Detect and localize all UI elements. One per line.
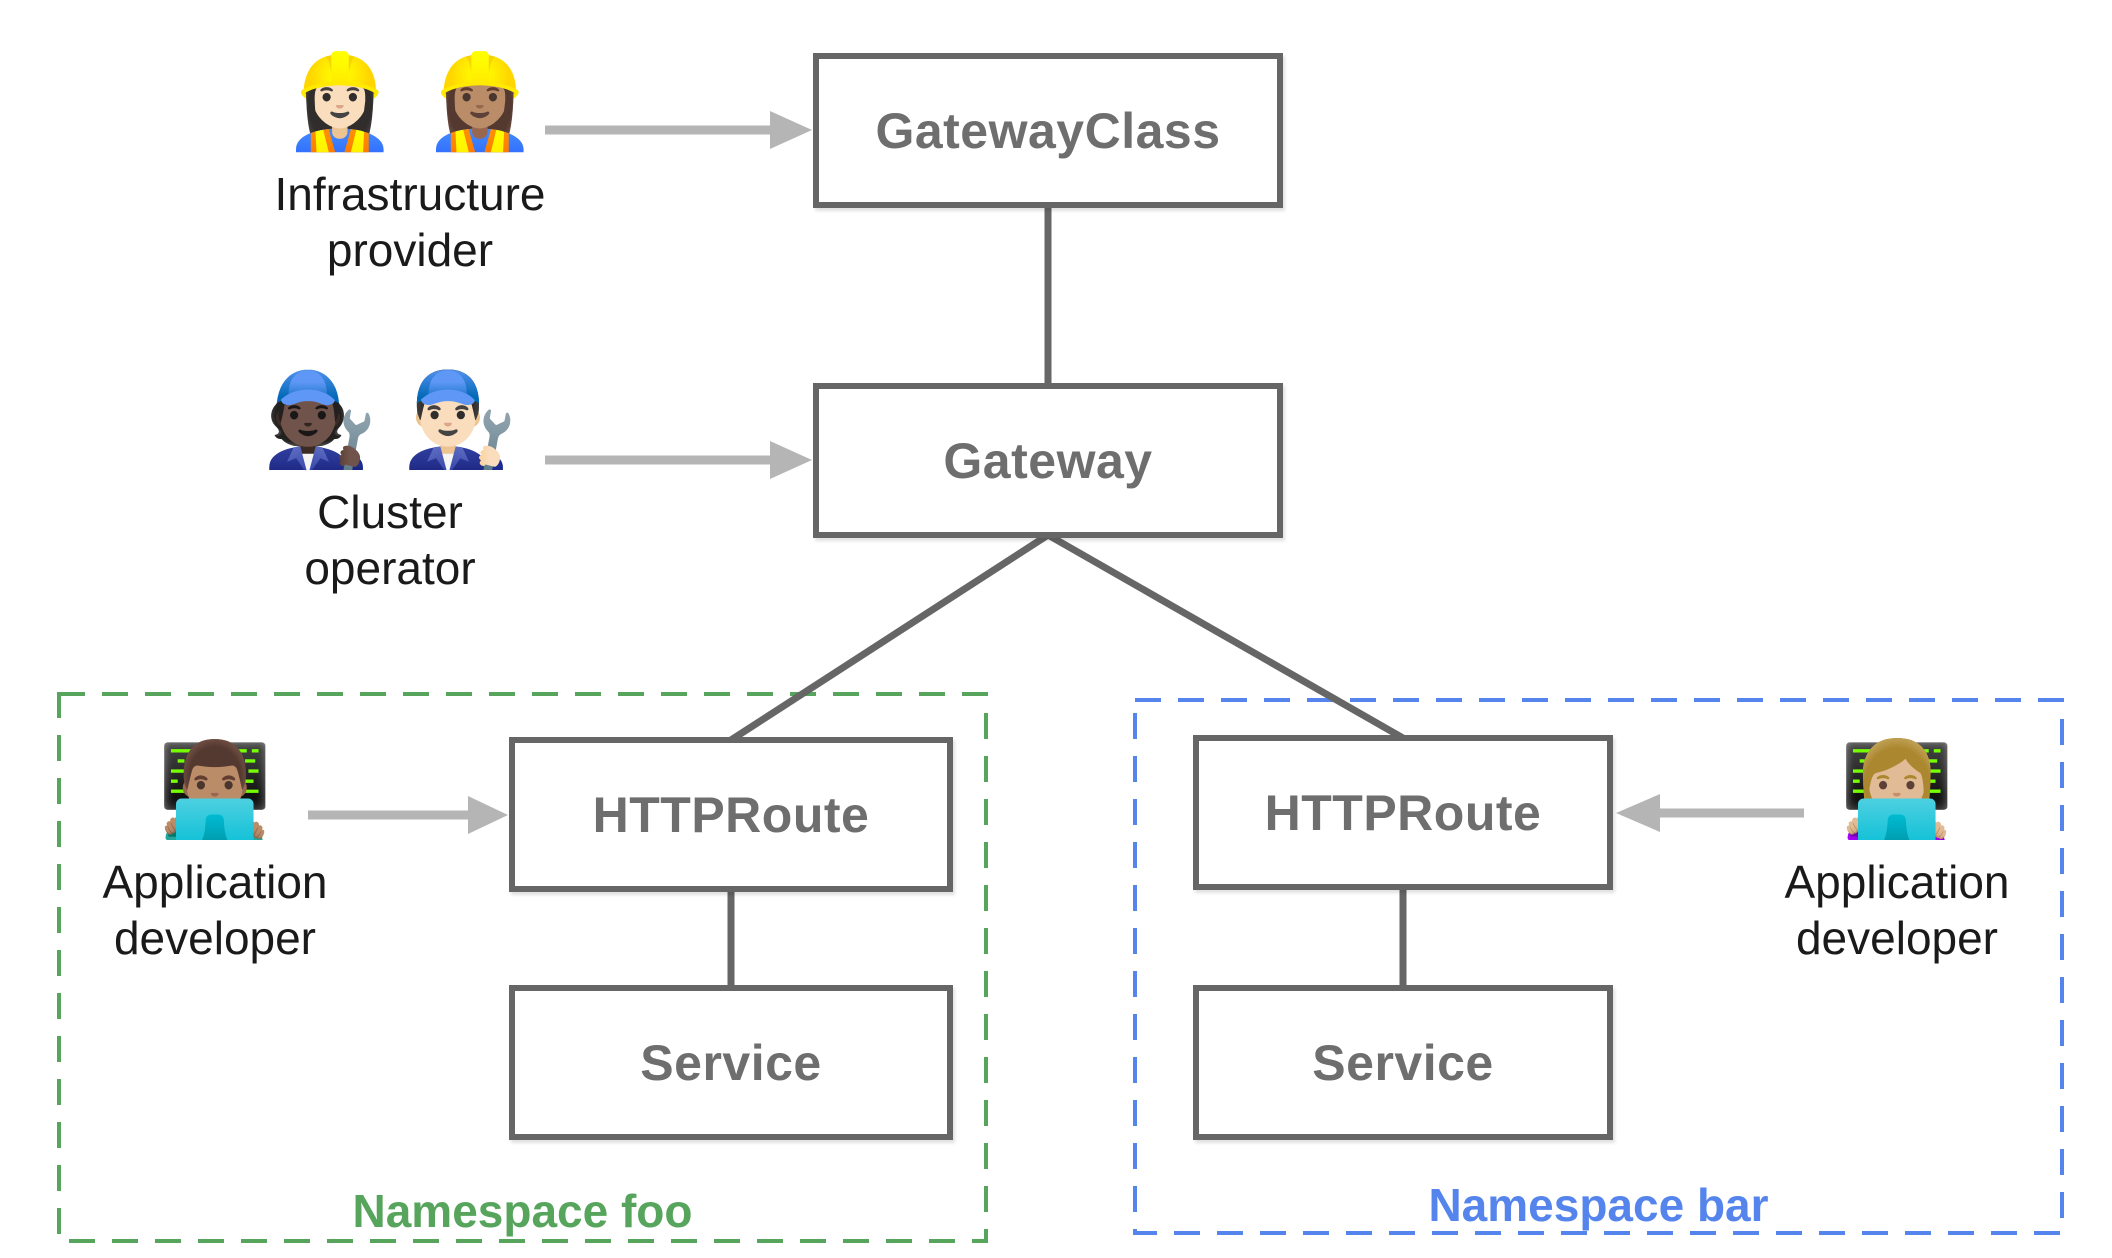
edge-gateway-httproute-bar <box>1046 531 1405 742</box>
httproute-bar-box: HTTPRoute <box>1193 735 1613 890</box>
arrow-cluster-to-gateway <box>545 441 812 479</box>
service-bar-box: Service <box>1193 985 1613 1140</box>
arrow-dev-to-httproute-bar <box>1616 794 1804 832</box>
gateway-label: Gateway <box>943 432 1153 489</box>
persona-cluster-operator: 🧑🏿‍🔧 👨🏻‍🔧 Cluster operator <box>210 368 570 596</box>
man-technologist-emoji-icon: 👨🏽‍💻 <box>157 739 273 841</box>
gatewayclass-box: GatewayClass <box>813 53 1283 208</box>
persona-app-developer-foo: 👨🏽‍💻 Application developer <box>35 738 395 966</box>
httproute-foo-label: HTTPRoute <box>592 786 870 843</box>
namespace-foo-boundary <box>57 692 988 1243</box>
service-bar-label: Service <box>1312 1034 1494 1091</box>
httproute-bar-label: HTTPRoute <box>1264 784 1542 841</box>
service-foo-box: Service <box>509 985 953 1140</box>
arrow-infra-to-gatewayclass <box>545 111 812 149</box>
persona-app-developer-bar: 👩🏼‍💻 Application developer <box>1717 738 2077 966</box>
service-foo-label: Service <box>640 1034 822 1091</box>
app-developer-bar-label: Application developer <box>1784 855 2010 964</box>
gatewayclass-label: GatewayClass <box>875 102 1221 159</box>
httproute-foo-box: HTTPRoute <box>509 737 953 892</box>
edge-gateway-httproute-foo <box>729 532 1050 743</box>
gateway-box: Gateway <box>813 383 1283 538</box>
infrastructure-provider-label: Infrastructure provider <box>274 167 546 276</box>
arrow-dev-to-httproute-foo <box>308 796 508 834</box>
mechanics-emoji-icon: 🧑🏿‍🔧 👨🏻‍🔧 <box>262 369 518 471</box>
namespace-bar-label: Namespace bar <box>1428 1179 1769 1231</box>
construction-workers-emoji-icon: 👷🏻‍♀️ 👷🏽‍♀️ <box>282 51 538 153</box>
persona-infrastructure-provider: 👷🏻‍♀️ 👷🏽‍♀️ Infrastructure provider <box>230 50 590 278</box>
namespace-foo-label: Namespace foo <box>352 1185 693 1237</box>
woman-technologist-emoji-icon: 👩🏼‍💻 <box>1839 739 1955 841</box>
app-developer-foo-label: Application developer <box>102 855 328 964</box>
cluster-operator-label: Cluster operator <box>304 485 476 594</box>
